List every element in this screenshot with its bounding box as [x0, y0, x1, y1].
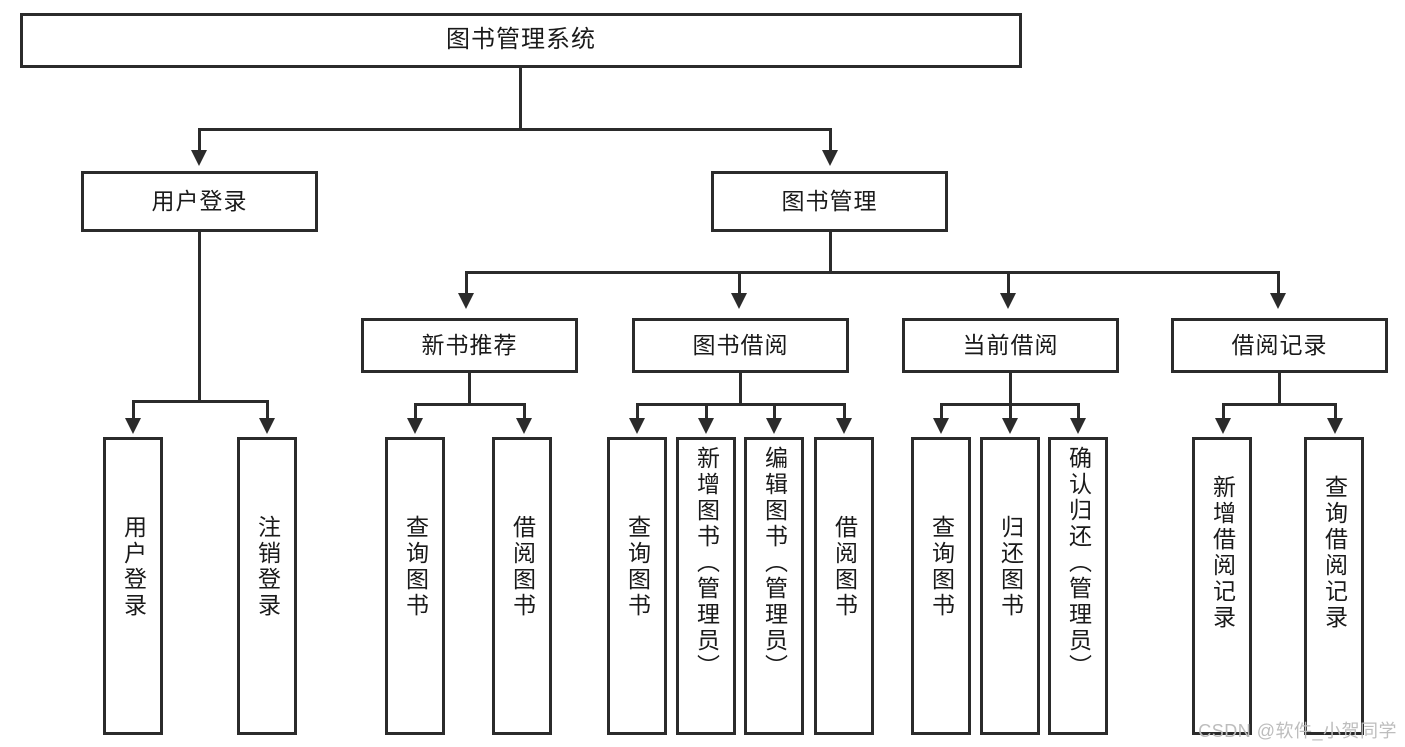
- node-label: 新书推荐: [421, 331, 518, 358]
- leaf-add-book-admin[interactable]: 新增图书（管理员）: [676, 437, 736, 735]
- arrow-new-books-to-leaf-2: [516, 418, 532, 434]
- connector-to-current-borrow: [1007, 271, 1010, 295]
- arrow-user-login-to-leaf-2: [259, 418, 275, 434]
- leaf-query-books-current[interactable]: 查询图书: [911, 437, 971, 735]
- node-label: 借阅图书: [831, 515, 858, 619]
- connector-book-borrow-to-leaf-3: [773, 403, 776, 420]
- arrow-root-to-user-login: [191, 150, 207, 166]
- arrow-current-borrow-to-leaf-2: [1002, 418, 1018, 434]
- node-label: 查询借阅记录: [1321, 475, 1348, 631]
- connector-current-borrow-to-leaf-2: [1009, 403, 1012, 420]
- connector-user-login-to-leaf-2: [266, 400, 269, 420]
- arrow-to-current-borrow: [1000, 293, 1016, 309]
- leaf-borrow-books-borrow[interactable]: 借阅图书: [814, 437, 874, 735]
- node-label: 归还图书: [997, 515, 1024, 619]
- connector-level3-bus: [465, 271, 1280, 274]
- connector-book-borrow-to-leaf-2: [705, 403, 708, 420]
- arrow-book-borrow-to-leaf-3: [766, 418, 782, 434]
- node-book-management[interactable]: 图书管理: [711, 171, 948, 232]
- connector-to-book-borrow: [738, 271, 741, 295]
- connector-book-borrow-bus: [636, 403, 846, 406]
- node-label: 编辑图书（管理员）: [761, 446, 788, 680]
- connector-user-login-bus: [132, 400, 269, 403]
- connector-book-borrow-stem: [739, 373, 742, 406]
- leaf-edit-book-admin[interactable]: 编辑图书（管理员）: [744, 437, 804, 735]
- connector-borrow-records-bus: [1222, 403, 1337, 406]
- node-label: 图书管理: [781, 187, 878, 214]
- arrow-root-to-book-manage: [822, 150, 838, 166]
- connector-root-to-book-manage: [829, 128, 832, 152]
- connector-new-books-stem: [468, 373, 471, 406]
- connector-book-borrow-to-leaf-1: [636, 403, 639, 420]
- arrow-current-borrow-to-leaf-1: [933, 418, 949, 434]
- arrow-book-borrow-to-leaf-4: [836, 418, 852, 434]
- leaf-query-books-new[interactable]: 查询图书: [385, 437, 445, 735]
- node-label: 查询图书: [928, 515, 955, 619]
- arrow-to-borrow-records: [1270, 293, 1286, 309]
- connector-user-login-stem: [198, 232, 201, 403]
- connector-borrow-records-stem: [1278, 373, 1281, 406]
- node-label: 用户登录: [120, 515, 147, 619]
- node-label: 用户登录: [151, 187, 248, 214]
- leaf-return-books[interactable]: 归还图书: [980, 437, 1040, 735]
- arrow-book-borrow-to-leaf-2: [698, 418, 714, 434]
- connector-current-borrow-to-leaf-1: [940, 403, 943, 420]
- arrow-new-books-to-leaf-1: [407, 418, 423, 434]
- connector-to-borrow-records: [1277, 271, 1280, 295]
- node-label: 确认归还（管理员）: [1065, 446, 1092, 680]
- leaf-confirm-return-admin[interactable]: 确认归还（管理员）: [1048, 437, 1108, 735]
- arrow-book-borrow-to-leaf-1: [629, 418, 645, 434]
- leaf-logout[interactable]: 注销登录: [237, 437, 297, 735]
- connector-book-management-stem: [829, 232, 832, 273]
- leaf-add-borrow-record[interactable]: 新增借阅记录: [1192, 437, 1252, 735]
- node-label: 新增借阅记录: [1209, 475, 1236, 631]
- node-book-borrow[interactable]: 图书借阅: [632, 318, 849, 373]
- node-label: 借阅记录: [1231, 331, 1328, 358]
- node-label: 新增图书（管理员）: [693, 446, 720, 680]
- arrow-user-login-to-leaf-1: [125, 418, 141, 434]
- connector-borrow-records-to-leaf-2: [1334, 403, 1337, 420]
- arrow-borrow-records-to-leaf-1: [1215, 418, 1231, 434]
- node-label: 图书借阅: [692, 331, 789, 358]
- connector-root-stem: [519, 68, 522, 130]
- node-label: 图书管理系统: [446, 26, 596, 54]
- arrow-current-borrow-to-leaf-3: [1070, 418, 1086, 434]
- connector-borrow-records-to-leaf-1: [1222, 403, 1225, 420]
- connector-new-books-to-leaf-2: [523, 403, 526, 420]
- connector-current-borrow-to-leaf-3: [1077, 403, 1080, 420]
- connector-new-books-bus: [414, 403, 526, 406]
- leaf-borrow-books-new[interactable]: 借阅图书: [492, 437, 552, 735]
- node-label: 当前借阅: [962, 331, 1059, 358]
- connector-root-bus: [198, 128, 832, 131]
- node-label: 借阅图书: [509, 515, 536, 619]
- leaf-query-borrow-record[interactable]: 查询借阅记录: [1304, 437, 1364, 735]
- node-current-borrow[interactable]: 当前借阅: [902, 318, 1119, 373]
- node-label: 注销登录: [254, 515, 281, 619]
- leaf-query-books-borrow[interactable]: 查询图书: [607, 437, 667, 735]
- connector-root-to-user-login: [198, 128, 201, 152]
- node-label: 查询图书: [624, 515, 651, 619]
- node-label: 查询图书: [402, 515, 429, 619]
- leaf-user-login[interactable]: 用户登录: [103, 437, 163, 735]
- connector-current-borrow-stem: [1009, 373, 1012, 406]
- arrow-to-new-books: [458, 293, 474, 309]
- arrow-to-book-borrow: [731, 293, 747, 309]
- connector-to-new-books: [465, 271, 468, 295]
- node-user-login[interactable]: 用户登录: [81, 171, 318, 232]
- connector-user-login-to-leaf-1: [132, 400, 135, 420]
- node-borrow-records[interactable]: 借阅记录: [1171, 318, 1388, 373]
- arrow-borrow-records-to-leaf-2: [1327, 418, 1343, 434]
- node-root-system[interactable]: 图书管理系统: [20, 13, 1022, 68]
- node-new-book-recommend[interactable]: 新书推荐: [361, 318, 578, 373]
- connector-book-borrow-to-leaf-4: [843, 403, 846, 420]
- connector-new-books-to-leaf-1: [414, 403, 417, 420]
